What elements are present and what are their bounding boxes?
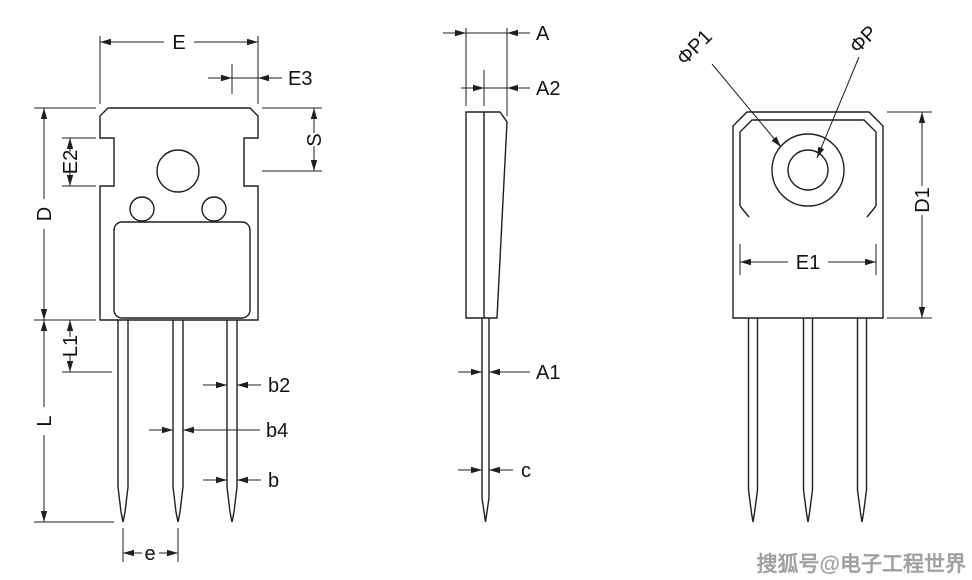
dim-b: b bbox=[203, 470, 279, 492]
front-mounting-hole bbox=[156, 149, 200, 193]
dim-E3: E3 bbox=[208, 64, 312, 94]
dim-label-S: S bbox=[304, 133, 326, 146]
dim-c: c bbox=[458, 460, 531, 482]
back-body-outline bbox=[732, 111, 884, 319]
dim-E: E bbox=[99, 32, 259, 104]
dim-label-phi-p1: ΦP1 bbox=[673, 26, 717, 70]
front-left-hole bbox=[129, 196, 155, 222]
back-lead-1 bbox=[747, 318, 759, 523]
dim-A2: A2 bbox=[461, 70, 560, 106]
front-body-outline bbox=[99, 107, 259, 321]
dim-S: S bbox=[262, 107, 326, 172]
front-lead-2 bbox=[172, 320, 184, 523]
front-lead-1 bbox=[117, 320, 129, 523]
side-body-outline bbox=[465, 111, 508, 319]
back-inner-chamfer-right bbox=[866, 205, 877, 218]
dim-label-D: D bbox=[34, 207, 56, 221]
dim-label-b4: b4 bbox=[266, 420, 288, 442]
dim-label-D1: D1 bbox=[912, 187, 934, 213]
back-lead-3 bbox=[856, 318, 868, 523]
dim-label-E3: E3 bbox=[288, 68, 312, 90]
dim-b4: b4 bbox=[149, 420, 288, 442]
dim-b2: b2 bbox=[203, 375, 290, 397]
back-pad-circle bbox=[771, 133, 845, 207]
dim-label-b: b bbox=[268, 470, 279, 492]
side-view bbox=[465, 111, 508, 523]
dim-E2: E2 bbox=[60, 137, 96, 187]
dim-label-L: L bbox=[34, 415, 56, 426]
back-lead-2 bbox=[802, 318, 814, 523]
front-pedestal bbox=[113, 221, 251, 319]
dim-label-A1: A1 bbox=[536, 362, 560, 384]
back-inner-chamfer-left bbox=[739, 205, 750, 218]
front-right-hole bbox=[201, 196, 227, 222]
dim-label-A2: A2 bbox=[536, 78, 560, 100]
dim-E1: E1 bbox=[739, 244, 877, 275]
dim-label-A: A bbox=[536, 23, 550, 45]
dim-L: L bbox=[34, 320, 114, 523]
dim-A1: A1 bbox=[458, 362, 560, 384]
dim-label-L1: L1 bbox=[60, 335, 82, 357]
front-lead-3 bbox=[226, 320, 238, 523]
watermark: 搜狐号@电子工程世界 bbox=[757, 552, 966, 576]
dim-D1: D1 bbox=[887, 111, 934, 319]
back-inner-contour bbox=[739, 119, 877, 206]
dim-phi-p1: ΦP1 bbox=[673, 26, 782, 148]
dim-phi-p: ΦP bbox=[816, 22, 882, 159]
dim-label-c: c bbox=[521, 460, 531, 482]
back-hole-circle bbox=[787, 149, 829, 191]
dim-L1: L1 bbox=[60, 320, 112, 373]
side-lead bbox=[481, 318, 490, 523]
back-view bbox=[732, 111, 884, 523]
dim-label-E1: E1 bbox=[796, 252, 820, 274]
dim-A: A bbox=[443, 23, 550, 116]
dim-label-E: E bbox=[172, 32, 185, 54]
dim-D: D bbox=[34, 107, 96, 321]
dim-label-E2: E2 bbox=[60, 150, 82, 174]
dim-label-e: e bbox=[144, 543, 155, 565]
dim-label-phi-p: ΦP bbox=[846, 22, 882, 58]
dim-e: e bbox=[122, 528, 179, 565]
front-view bbox=[99, 107, 259, 523]
dim-label-b2: b2 bbox=[268, 375, 290, 397]
